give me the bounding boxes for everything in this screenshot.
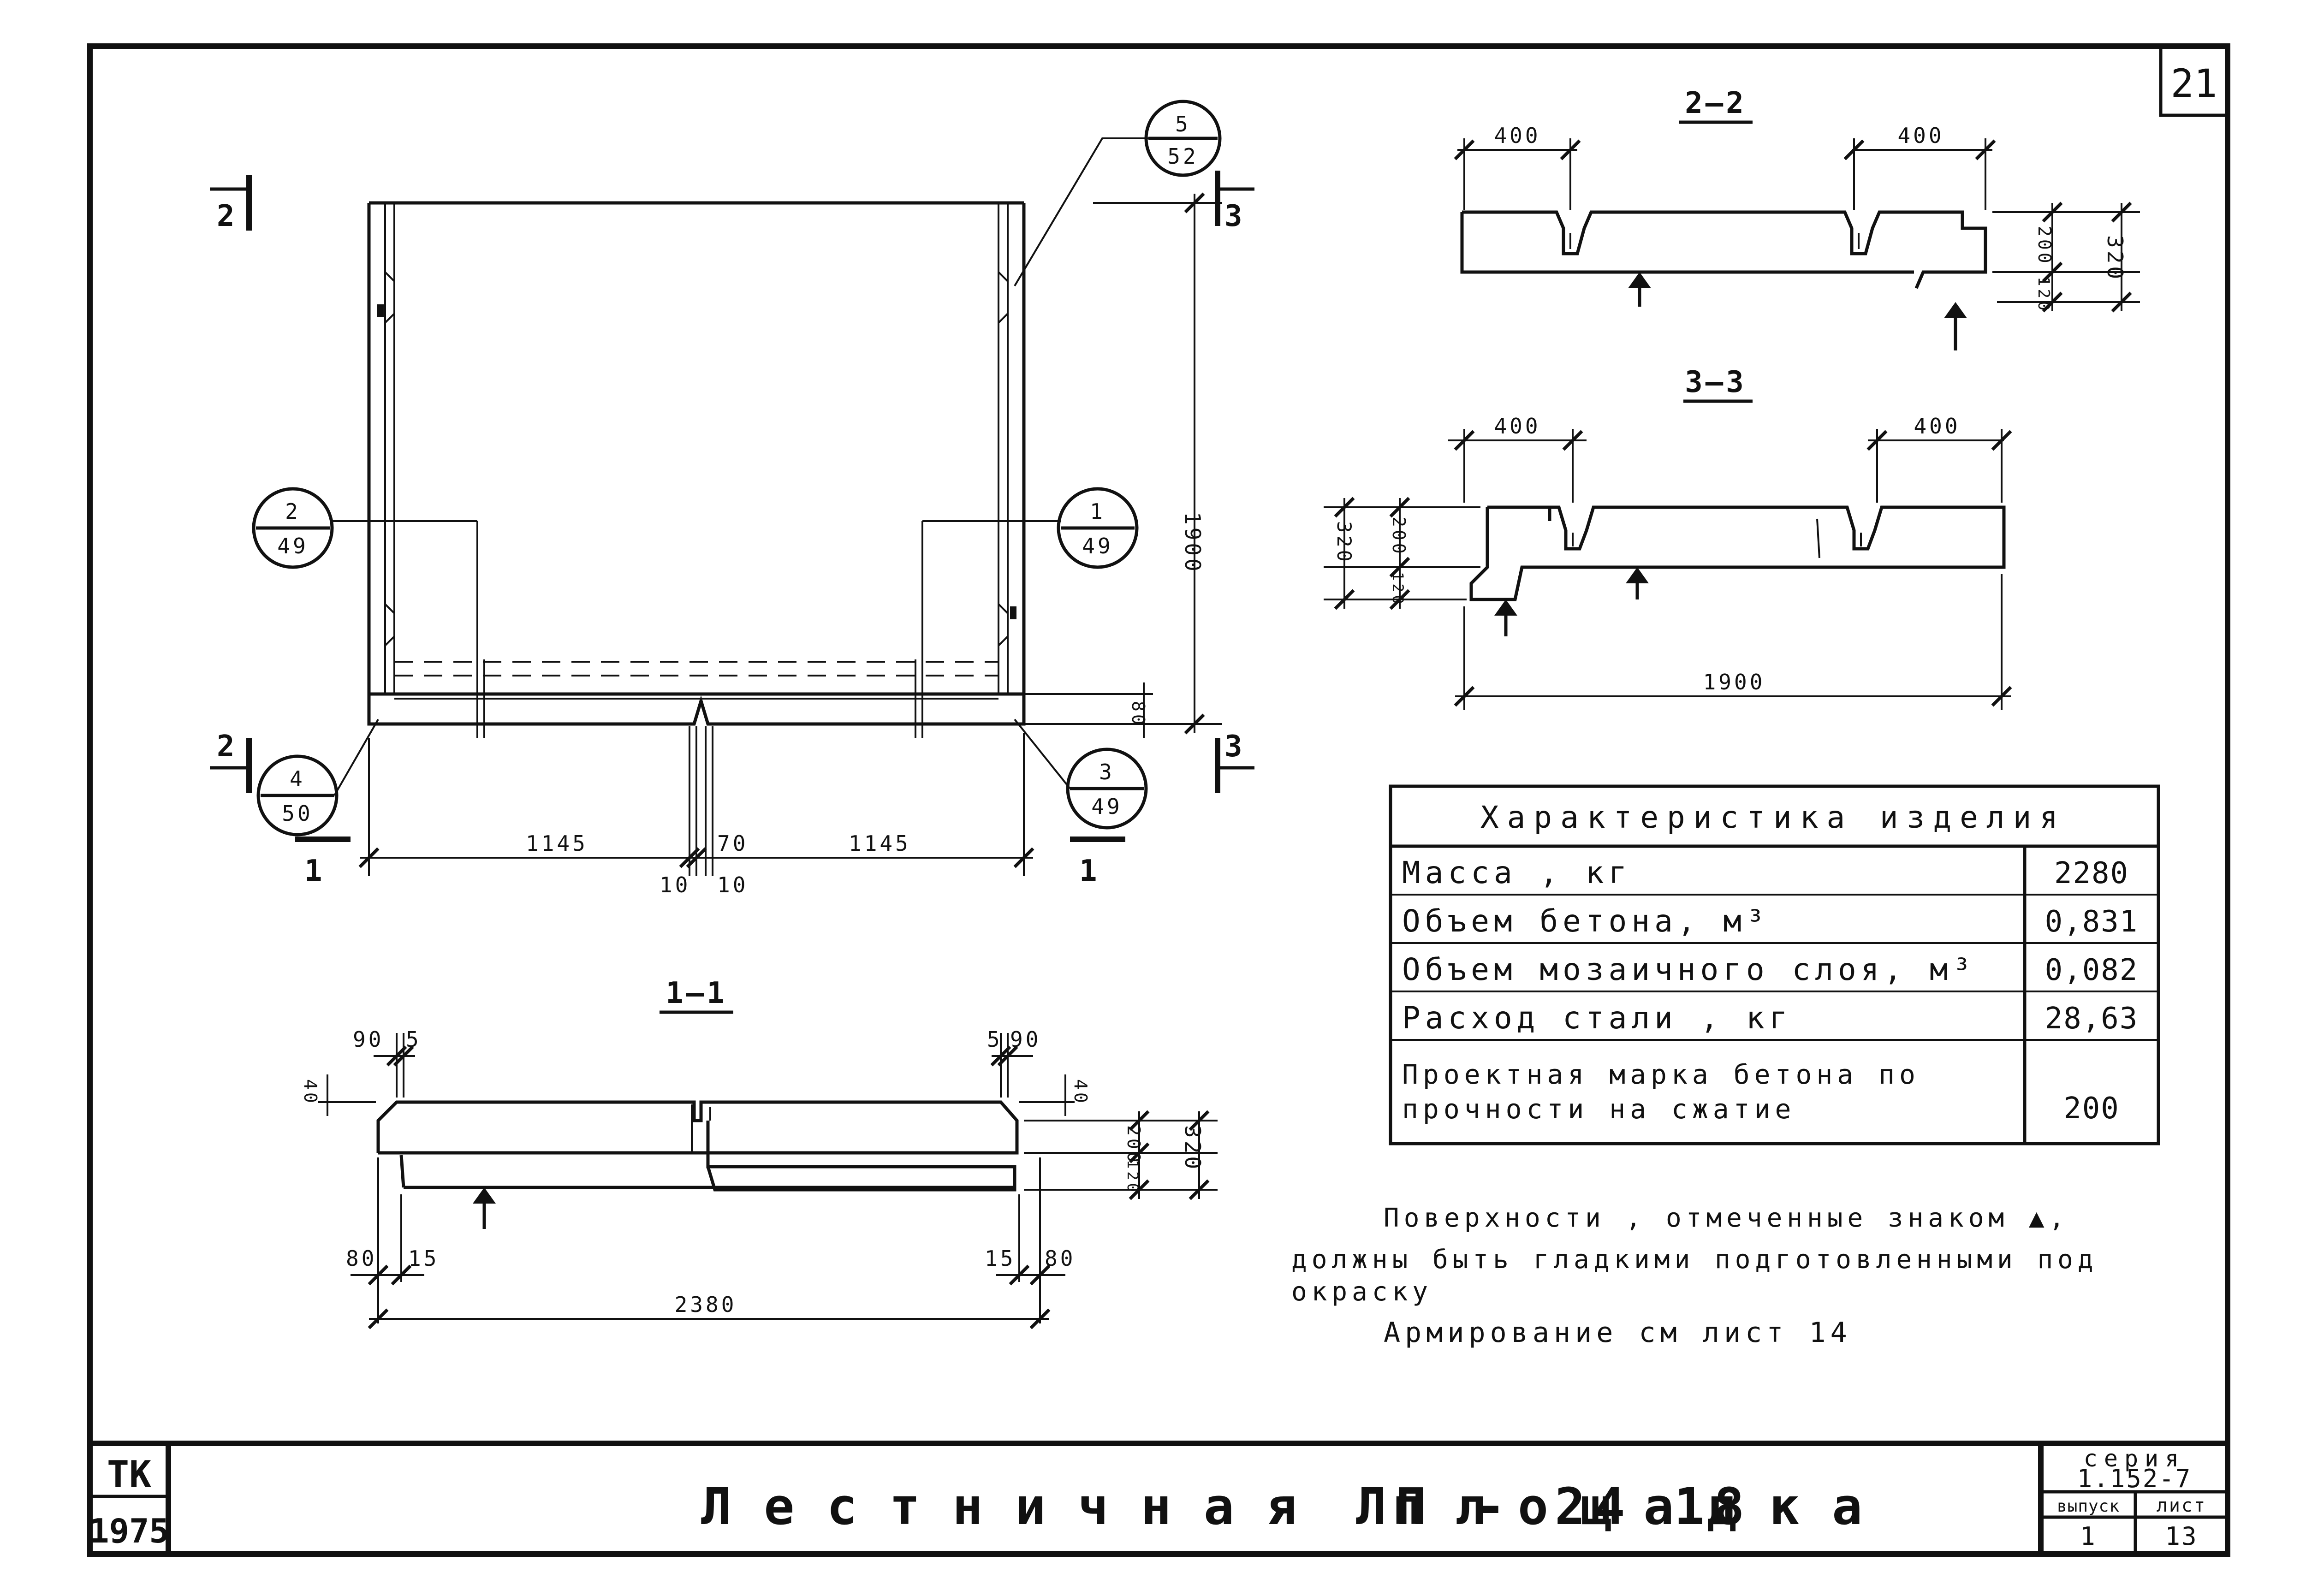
table-row-concrete-label: Объем бетона, м³	[1402, 903, 1769, 939]
plan-view	[210, 171, 1254, 876]
note-line-4: Армирование см лист 14	[1384, 1317, 1852, 1349]
section-1-1-bot-right-a: 15	[985, 1246, 1016, 1271]
section-3-3-label: 3–3	[1685, 365, 1747, 399]
drawing-title-name: Лестничная площадка	[701, 1477, 1895, 1536]
series-value: 1.152-7	[2077, 1464, 2192, 1493]
callout-4-50-top: 4	[290, 766, 305, 791]
table-row-mosaic-value: 0,082	[2045, 953, 2139, 987]
table-row-grade-label-1: Проектная марка бетона по	[1402, 1059, 1920, 1090]
note-line-2: должны быть гладкими подготовленными под	[1291, 1245, 2098, 1275]
section-1-1-bot-right-b: 80	[1045, 1246, 1076, 1271]
callout-1-49: 1 49	[922, 487, 1139, 569]
table-row-mass-value: 2280	[2054, 856, 2129, 890]
callout-1-49-top: 1	[1090, 499, 1105, 524]
note-line-3: окраску	[1291, 1277, 1432, 1307]
cut-mark-2-bottom: 2	[217, 730, 238, 764]
section-2-2-h1: 200	[2034, 226, 2055, 266]
callout-4-50: 4 50	[256, 719, 379, 837]
sheet-frame	[87, 43, 2230, 1557]
cut-mark-1-right: 1	[1079, 854, 1100, 888]
section-3-3-length: 1900	[1703, 670, 1765, 694]
section-2-2-total: 320	[2103, 235, 2128, 282]
cut-mark-3-bottom: 3	[1224, 730, 1245, 764]
section-1-1-top-right-a: 5	[987, 1027, 1003, 1052]
section-3-3-h1: 200	[1389, 516, 1409, 557]
table-row-steel-value: 28,63	[2045, 1002, 2139, 1036]
callout-4-50-bottom: 50	[282, 801, 313, 826]
plan-dim-right: 1145	[849, 831, 911, 856]
plan-dim-height: 1900	[1180, 512, 1205, 574]
table-row-concrete-value: 0,831	[2045, 905, 2139, 939]
cut-mark-1-left: 1	[304, 854, 325, 888]
callout-2-49: 2 49	[252, 487, 477, 569]
cut-mark-3-top: 3	[1224, 199, 1245, 233]
section-1-1-rib-left: 40	[300, 1079, 321, 1106]
callout-2-49-bottom: 49	[277, 534, 308, 558]
section-1-1	[318, 1010, 1218, 1329]
table-title: Характеристика изделия	[1480, 800, 2066, 835]
sheet-number: 21	[2170, 61, 2217, 106]
table-row-steel-label: Расход стали , кг	[1402, 1000, 1792, 1036]
issue-value: 1	[2080, 1522, 2097, 1551]
characteristics-table	[1389, 784, 2160, 1145]
section-3-3-h2: 120	[1389, 572, 1407, 607]
series-label: серия	[2084, 1445, 2186, 1472]
section-1-1-h1: 200	[1123, 1125, 1144, 1165]
note-line-1: Поверхности , отмеченные знаком ▲,	[1384, 1203, 2069, 1233]
section-2-2-h2: 120	[2034, 277, 2053, 313]
plan-dim-joint-left: 10	[660, 872, 690, 897]
callout-3-49-bottom: 49	[1091, 794, 1122, 819]
callout-1-49-bottom: 49	[1082, 534, 1113, 558]
cut-mark-2-top: 2	[217, 199, 238, 233]
callout-3-49-top: 3	[1099, 759, 1115, 784]
section-2-2-dim-left: 400	[1494, 123, 1540, 148]
table-row-grade-value: 200	[2063, 1092, 2120, 1126]
section-3-3-dim-left: 400	[1494, 414, 1540, 439]
callout-2-49-top: 2	[285, 499, 301, 524]
plan-dim-joint-right: 10	[717, 872, 748, 897]
callout-5-52: 5 52	[1014, 100, 1222, 287]
section-1-1-top-left-b: 5	[406, 1027, 422, 1052]
section-2-2	[1454, 120, 2140, 350]
section-1-1-total: 320	[1180, 1125, 1205, 1172]
table-row-mass-label: Масса , кг	[1402, 855, 1631, 890]
section-3-3	[1324, 399, 2012, 710]
section-1-1-top-left-a: 90	[353, 1027, 384, 1052]
issue-label: выпуск	[2057, 1497, 2120, 1516]
stamp-year: 1975	[89, 1512, 169, 1550]
section-3-3-total: 320	[1333, 521, 1355, 564]
plan-dim-edge: 80	[1128, 701, 1148, 728]
table-row-grade-label-2: прочности на сжатие	[1402, 1093, 1795, 1125]
stamp-org: ТК	[107, 1453, 151, 1496]
plan-dim-left: 1145	[526, 831, 588, 856]
section-1-1-top-right-b: 90	[1010, 1027, 1041, 1052]
callout-3-49: 3 49	[1014, 718, 1148, 830]
sheet-label: лист	[2157, 1495, 2206, 1516]
section-1-1-rib-right: 40	[1070, 1079, 1091, 1106]
sheet-value: 13	[2165, 1522, 2198, 1551]
section-2-2-label: 2–2	[1685, 86, 1747, 120]
section-2-2-dim-right: 400	[1897, 123, 1944, 148]
section-3-3-dim-right: 400	[1914, 414, 1960, 439]
drawing-title-mark: ЛП - 24 18	[1356, 1477, 1753, 1536]
callout-5-52-top: 5	[1175, 112, 1191, 136]
plan-dim-gap: 70	[717, 831, 748, 856]
section-1-1-bot-left-b: 15	[408, 1246, 439, 1271]
callout-5-52-bottom: 52	[1167, 144, 1198, 169]
section-1-1-bot-left-a: 80	[346, 1246, 377, 1271]
section-1-1-label: 1–1	[666, 976, 727, 1010]
section-1-1-h2: 120	[1124, 1160, 1141, 1195]
section-1-1-length: 2380	[675, 1292, 737, 1317]
table-row-mosaic-label: Объем мозаичного слоя, м³	[1402, 952, 1975, 987]
